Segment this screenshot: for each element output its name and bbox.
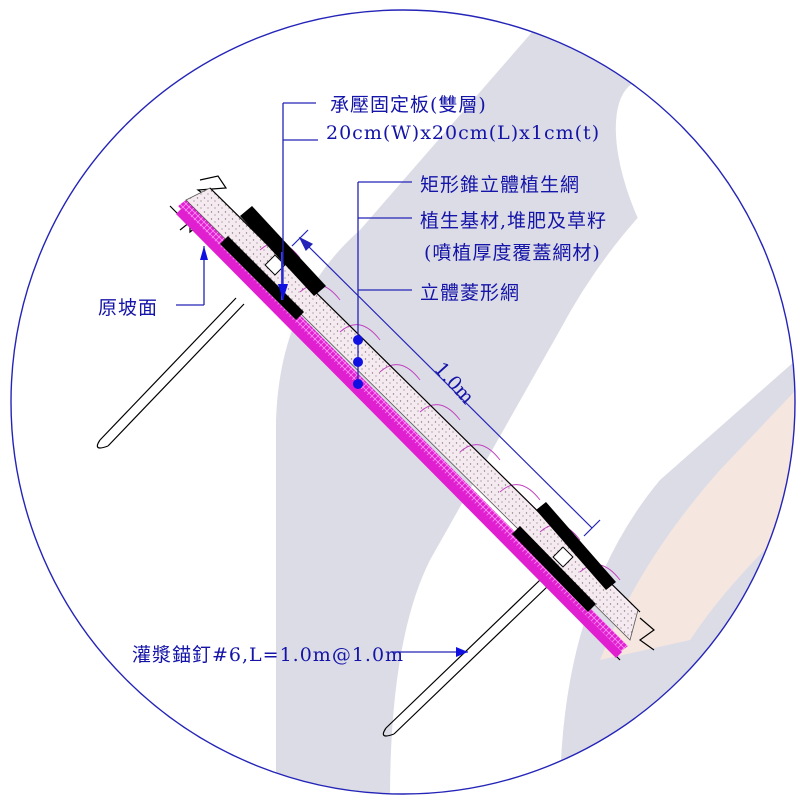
diamond-net-label: 立體菱形網 xyxy=(420,282,521,304)
bearing-plate-lower xyxy=(512,502,616,612)
leader-lines xyxy=(176,102,468,653)
substrate-label-line1: 植生基材,堆肥及草籽 xyxy=(420,210,608,232)
plate-size-label: 20cm(W)x20cm(L)x1cm(t) xyxy=(326,122,601,144)
anchor-label: 灌漿錨釘#6,L=1.0m@1.0m xyxy=(132,644,405,666)
detail-circle xyxy=(10,9,796,795)
substrate-label-line2: (噴植厚度覆蓋網材) xyxy=(424,242,601,264)
cone-net-label: 矩形錐立體植生網 xyxy=(420,174,581,196)
anchor-bar-upper xyxy=(96,297,245,449)
original-slope-label: 原坡面 xyxy=(98,297,159,319)
dimension-line xyxy=(291,229,601,537)
leader-points xyxy=(200,246,468,657)
background-watermark xyxy=(276,10,795,794)
plate-title-label: 承壓固定板(雙層) xyxy=(330,94,487,116)
